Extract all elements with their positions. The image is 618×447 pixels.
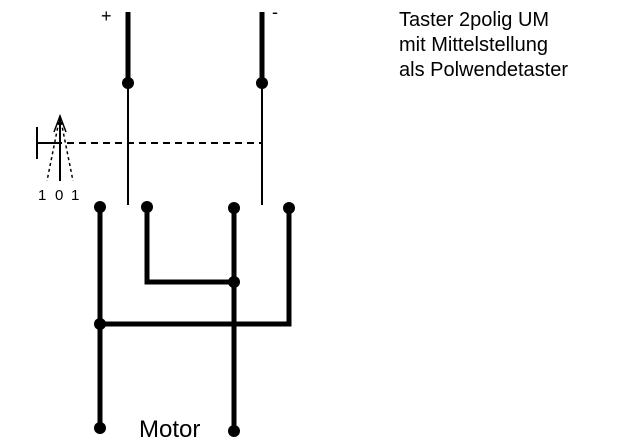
position-indicator	[46, 113, 74, 182]
wire-cross-lower	[100, 208, 292, 327]
description-line-2: mit Mittelstellung	[399, 34, 548, 56]
motor-terminal-right	[228, 425, 240, 437]
junction-node-lower	[94, 318, 106, 330]
plus-label: +	[101, 6, 112, 26]
position-label-1-right: 1	[71, 187, 79, 204]
description-line-1: Taster 2polig UM	[399, 9, 550, 31]
wire-cross-upper	[144, 207, 234, 285]
description-line-3: als Polwendetaster	[399, 59, 568, 81]
junction-node-upper	[228, 276, 240, 288]
position-label-1-left: 1	[38, 187, 46, 204]
motor-terminal-left	[94, 422, 106, 434]
switch-description: Taster 2polig UM mit Mittelstellung als …	[399, 8, 614, 83]
motor-label: Motor	[139, 416, 200, 443]
position-label-0: 0	[55, 187, 63, 204]
minus-label: -	[272, 2, 278, 22]
